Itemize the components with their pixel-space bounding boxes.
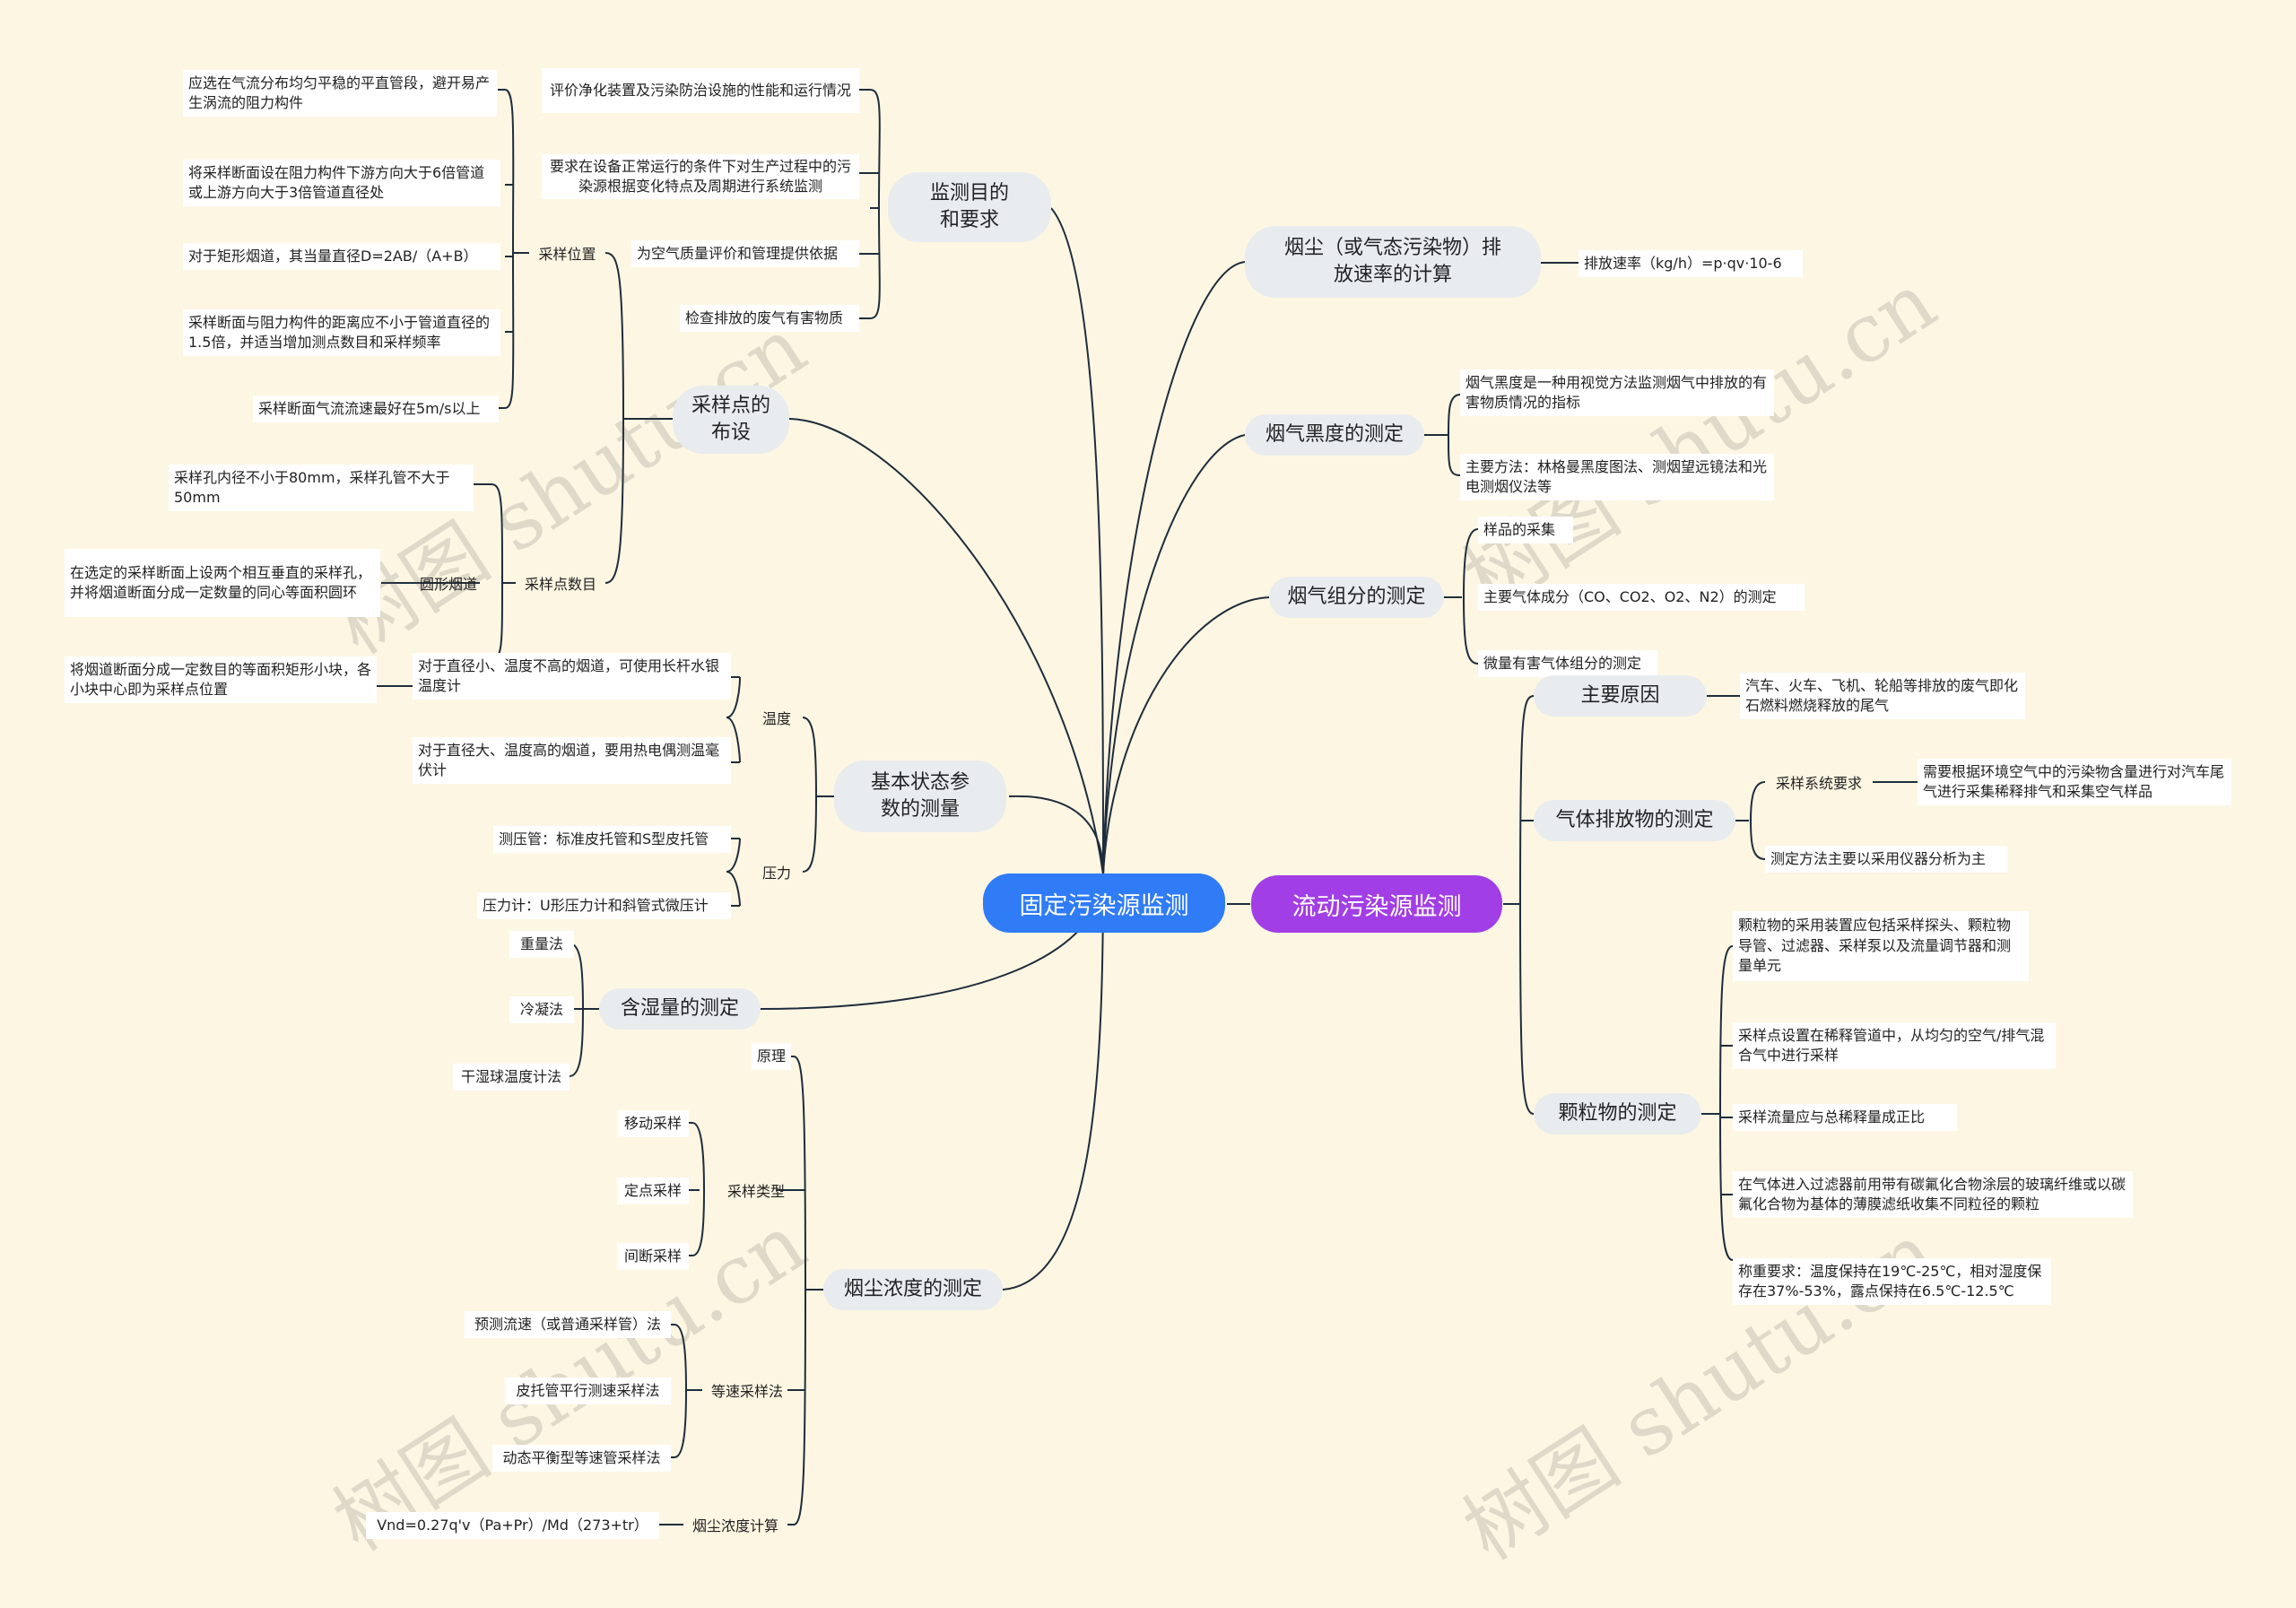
isokinetic-item: 皮托管平行测速采样法	[505, 1378, 671, 1404]
pressure-item: 压力计：U形压力计和斜管式微压计	[477, 892, 731, 919]
sampling-type-item: 移动采样	[617, 1110, 689, 1137]
sampling-position-label: 采样位置	[538, 246, 596, 263]
particle-item: 采样点设置在稀释管道中，从均匀的空气/排气混合气中进行采样	[1733, 1022, 2056, 1069]
purpose-item: 检查排放的废气有害物质	[680, 305, 859, 332]
topic-purpose[interactable]: 监测目的 和要求	[888, 172, 1051, 242]
emission-formula: 排放速率（kg/h）=p·qv·10-6	[1578, 250, 1803, 277]
sampling-system-text: 需要根据环境空气中的污染物含量进行对汽车尾气进行采集稀释排气和采集空气样品	[1918, 759, 2231, 805]
gas-method: 测定方法主要以采用仪器分析为主	[1765, 846, 2007, 873]
dust-calc-formula: Vnd=0.27q'v（Pa+Pr）/Md（273+tr）	[366, 1512, 659, 1539]
sampling-system-label: 采样系统要求	[1775, 775, 1862, 792]
sampling-position-item: 将采样断面设在阻力构件下游方向大于6倍管道或上游方向大于3倍管道直径处	[183, 160, 500, 206]
sampling-position-item: 采样断面气流流速最好在5m/s以上	[253, 395, 499, 422]
rect-flue-label: 对于直径小、温度不高的烟道，可使用长杆水银温度计	[413, 653, 731, 700]
particle-item: 采样流量应与总稀释量成正比	[1733, 1104, 1957, 1131]
composition-item: 样品的采集	[1478, 517, 1573, 543]
topic-particles[interactable]: 颗粒物的测定	[1534, 1093, 1701, 1134]
sampling-type-label: 采样类型	[726, 1183, 785, 1200]
temperature-label: 温度	[761, 710, 791, 727]
topic-gas-emission[interactable]: 气体排放物的测定	[1534, 800, 1735, 841]
topic-dust[interactable]: 烟尘浓度的测定	[823, 1269, 1003, 1310]
sampling-position-item: 应选在气流分布均匀平稳的平直管段，避开易产生涡流的阻力构件	[183, 70, 497, 117]
cause-text: 汽车、火车、飞机、轮船等排放的废气即化石燃料燃烧释放的尾气	[1740, 673, 2025, 719]
moisture-method: 冷凝法	[509, 996, 574, 1023]
dust-calc-label: 烟尘浓度计算	[691, 1517, 778, 1534]
sampling-type-item: 间断采样	[617, 1243, 689, 1270]
root-fixed-pollution[interactable]: 固定污染源监测	[983, 874, 1225, 933]
sampling-count-label: 采样点数目	[524, 576, 596, 593]
isokinetic-label: 等速采样法	[710, 1383, 783, 1400]
sampling-position-item: 采样断面与阻力构件的距离应不小于管道直径的1.5倍，并适当增加测点数目和采样频率	[183, 309, 500, 356]
rect-flue-text: 将烟道断面分成一定数目的等面积矩形小块，各小块中心即为采样点位置	[65, 656, 377, 703]
temperature-item: 对于直径大、温度高的烟道，要用热电偶测温毫伏计	[413, 737, 731, 784]
isokinetic-item: 预测流速（或普通采样管）法	[465, 1311, 671, 1338]
sampling-hole-size: 采样孔内径不小于80mm，采样孔管不大于50mm	[169, 465, 474, 511]
root-mobile-pollution[interactable]: 流动污染源监测	[1251, 875, 1502, 933]
composition-item: 主要气体成分（CO、CO2、O2、N2）的测定	[1478, 584, 1805, 611]
composition-item: 微量有害气体组分的测定	[1478, 650, 1657, 677]
pressure-item: 测压管：标准皮托管和S型皮托管	[493, 826, 731, 853]
dust-principle: 原理	[752, 1043, 791, 1070]
particle-item: 颗粒物的采用装置应包括采样探头、颗粒物导管、过滤器、采样泵以及流量调节器和测量单…	[1733, 911, 2029, 981]
purpose-item: 评价净化装置及污染防治设施的性能和运行情况	[542, 68, 859, 113]
blackness-item: 主要方法：林格曼黑度图法、测烟望远镜法和光电测烟仪法等	[1460, 454, 1774, 500]
topic-moisture[interactable]: 含湿量的测定	[599, 988, 761, 1030]
round-flue-text: 在选定的采样断面上设两个相互垂直的采样孔，并将烟道断面分成一定数量的同心等面积圆…	[65, 549, 380, 617]
moisture-method: 重量法	[509, 931, 574, 958]
topic-smoke-blackness[interactable]: 烟气黑度的测定	[1245, 414, 1424, 456]
topic-gas-composition[interactable]: 烟气组分的测定	[1269, 577, 1444, 618]
topic-basic-params[interactable]: 基本状态参 数的测量	[834, 761, 1006, 832]
topic-main-cause[interactable]: 主要原因	[1534, 675, 1707, 717]
isokinetic-item: 动态平衡型等速管采样法	[492, 1445, 671, 1472]
sampling-type-item: 定点采样	[617, 1178, 689, 1204]
sampling-position-item: 对于矩形烟道，其当量直径D=2AB/（A+B）	[183, 243, 500, 270]
particle-item: 称重要求：温度保持在19℃-25℃，相对湿度保存在37%-53%，露点保持在6.…	[1733, 1258, 2051, 1305]
blackness-item: 烟气黑度是一种用视觉方法监测烟气中排放的有害物质情况的指标	[1460, 369, 1774, 416]
topic-sampling-layout[interactable]: 采样点的 布设	[673, 386, 789, 454]
round-flue-label: 圆形烟道	[419, 576, 477, 593]
pressure-label: 压力	[761, 865, 791, 882]
moisture-method: 干湿球温度计法	[453, 1064, 570, 1091]
purpose-item: 要求在设备正常运行的条件下对生产过程中的污染源根据变化特点及周期进行系统监测	[542, 154, 859, 199]
purpose-item: 为空气质量评价和管理提供依据	[631, 240, 859, 267]
topic-emission-rate[interactable]: 烟尘（或气态污染物）排 放速率的计算	[1245, 226, 1541, 298]
particle-item: 在气体进入过滤器前用带有碳氟化合物涂层的玻璃纤维或以碳氟化合物为基体的薄膜滤纸收…	[1733, 1171, 2133, 1218]
